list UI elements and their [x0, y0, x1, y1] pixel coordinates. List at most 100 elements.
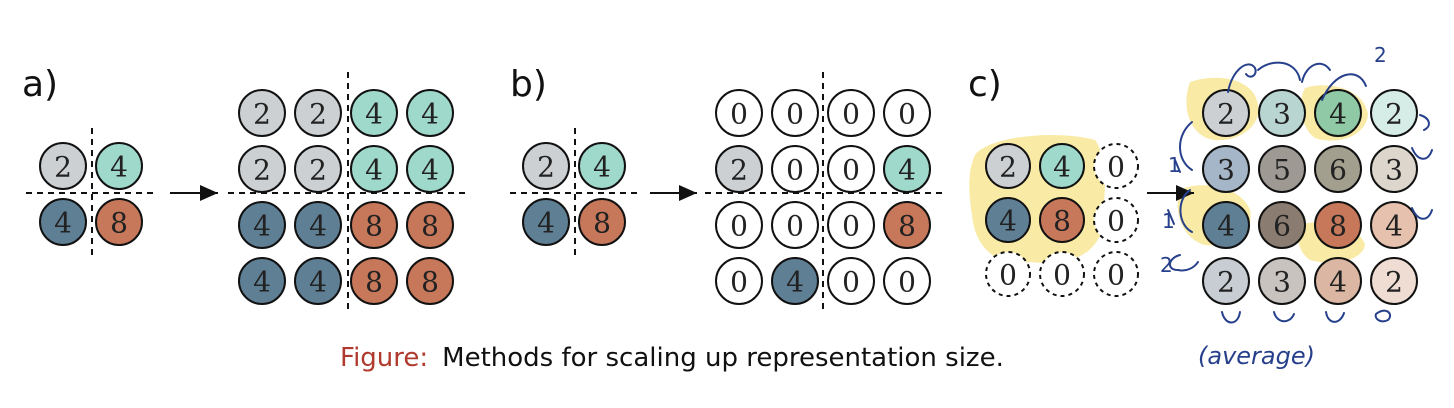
handwritten-annotations: 2 1 1 2 (average): [1160, 43, 1433, 370]
panel-a-output-value-3-3: 8: [421, 266, 439, 299]
panel-b-output-cell-3-2: [827, 257, 875, 305]
panel-b-output-value-3-3: 0: [898, 266, 916, 299]
panel-b-output-value-1-2: 0: [842, 154, 860, 187]
panel-b-input-cell-1-1: [578, 198, 626, 246]
panel-b-output-cell-0-1: [771, 89, 819, 137]
panel-a-output-cell-3-3: [406, 257, 454, 305]
panel-c-output-value-1-0: 3: [1217, 154, 1235, 187]
panel-a-label: a): [22, 64, 58, 105]
panel-c-input-cell-0-0: [985, 143, 1031, 189]
panel-c-output-cell-2-3: [1370, 201, 1418, 249]
figure-caption: Figure: Methods for scaling up represent…: [340, 343, 1004, 373]
panel-a-output-value-0-1: 2: [309, 98, 327, 131]
panel-a-input-cell-0-1: [95, 142, 143, 190]
divider-lines: [26, 72, 942, 314]
annotation-top-number: 2: [1374, 43, 1387, 67]
panel-c-label: c): [968, 64, 1002, 105]
panel-a-output-cell-2-1: [294, 201, 342, 249]
panel-a-input-value-1-0: 4: [54, 207, 72, 240]
panel-b-output-value-1-1: 0: [786, 154, 804, 187]
panel-c-output-value-2-3: 4: [1385, 210, 1403, 243]
panel-a-output-value-3-2: 8: [365, 266, 383, 299]
panel-a-output-value-3-0: 4: [253, 266, 271, 299]
panel-c-output-cell-2-1: [1258, 201, 1306, 249]
panel-c-output-cell-3-0: [1202, 257, 1250, 305]
panel-c-output-value-3-1: 3: [1273, 266, 1291, 299]
panel-b-output-cell-0-0: [715, 89, 763, 137]
panel-c-input-value-0-1: 4: [1053, 151, 1071, 184]
panel-a-output-cell-1-3: [406, 145, 454, 193]
panel-b-output-cell-1-0: [715, 145, 763, 193]
panel-a-output-cell-3-1: [294, 257, 342, 305]
panel-a-input-value-0-1: 4: [110, 151, 128, 184]
panel-c-input-value-0-0: 2: [999, 151, 1017, 184]
panel-b-output-value-1-3: 4: [898, 154, 916, 187]
panel-a-output-cell-3-0: [238, 257, 286, 305]
panel-c-input-value-2-2: 0: [1107, 259, 1125, 292]
panel-b-output-cell-0-3: [883, 89, 931, 137]
panel-c-input-value-2-1: 0: [1053, 259, 1071, 292]
caption-prefix: Figure:: [340, 343, 428, 373]
panel-c-output-cell-1-2: [1314, 145, 1362, 193]
panel-b-output-value-2-0: 0: [730, 210, 748, 243]
panel-c-output-cell-3-3: [1370, 257, 1418, 305]
caption-text: Methods for scaling up representation si…: [442, 343, 1004, 373]
panel-c-input-cell-2-0: [985, 251, 1031, 297]
panel-c-input-cell-2-2: [1093, 251, 1139, 297]
panel-c-output-cell-2-2: [1314, 201, 1362, 249]
panel-c-output-cell-0-0: [1202, 89, 1250, 137]
panel-a-input-grid: 2 4 4 8: [39, 142, 143, 246]
panel-b-input-cell-0-0: [522, 142, 570, 190]
panel-b-output-value-0-2: 0: [842, 98, 860, 131]
panel-b-output-value-2-1: 0: [786, 210, 804, 243]
panel-c-output-cell-0-1: [1258, 89, 1306, 137]
panel-a-output-value-2-3: 8: [421, 210, 439, 243]
panel-c-output-cell-0-3: [1370, 89, 1418, 137]
panel-a-input-cell-1-1: [95, 198, 143, 246]
panel-c-output-value-0-1: 3: [1273, 98, 1291, 131]
panel-c-output-value-3-3: 2: [1385, 266, 1403, 299]
panel-c-output-value-3-2: 4: [1329, 266, 1347, 299]
panel-a-output-cell-2-3: [406, 201, 454, 249]
panel-a-output-cell-2-0: [238, 201, 286, 249]
panel-c-output-cell-1-0: [1202, 145, 1250, 193]
panel-c-output-cell-3-1: [1258, 257, 1306, 305]
panel-b-input-value-0-1: 4: [593, 151, 611, 184]
panel-b-output-cell-2-0: [715, 201, 763, 249]
panel-a-output-cell-2-2: [350, 201, 398, 249]
panel-c-input-value-1-0: 4: [999, 205, 1017, 238]
panel-b-label: b): [510, 64, 547, 105]
panel-c-input-cell-1-2: [1093, 197, 1139, 243]
panel-b-input-value-1-0: 4: [537, 207, 555, 240]
panel-a-output-cell-1-1: [294, 145, 342, 193]
panel-a-output-value-1-2: 4: [365, 154, 383, 187]
panel-b-output-cell-1-3: [883, 145, 931, 193]
panel-c-output-cell-1-3: [1370, 145, 1418, 193]
panel-b-output-value-0-1: 0: [786, 98, 804, 131]
panel-c-output-value-0-3: 2: [1385, 98, 1403, 131]
panel-b-output-value-2-2: 0: [842, 210, 860, 243]
panel-a-input-value-0-0: 2: [54, 151, 72, 184]
panel-c-output-value-0-0: 2: [1217, 98, 1235, 131]
panel-c-input-cell-2-1: [1039, 251, 1085, 297]
panel-a-output-value-0-3: 4: [421, 98, 439, 131]
panel-a-output-value-0-2: 4: [365, 98, 383, 131]
annotation-side-number-2: 1: [1162, 209, 1175, 233]
panel-a-output-cell-0-2: [350, 89, 398, 137]
panel-a-output-value-2-2: 8: [365, 210, 383, 243]
panel-a-output-cell-0-0: [238, 89, 286, 137]
panel-c-output-value-1-3: 3: [1385, 154, 1403, 187]
panel-c-output-value-0-2: 4: [1329, 98, 1347, 131]
panel-a-input-value-1-1: 8: [110, 207, 128, 240]
panel-c-output-value-2-1: 6: [1273, 210, 1291, 243]
panel-c-output-cell-3-2: [1314, 257, 1362, 305]
panel-b-output-value-3-1: 4: [786, 266, 804, 299]
panel-c-input-cell-1-0: [985, 197, 1031, 243]
panel-c-output-value-2-0: 4: [1217, 210, 1235, 243]
panel-b-input-cell-0-1: [578, 142, 626, 190]
panel-b-output-value-3-0: 0: [730, 266, 748, 299]
panel-c-input-cell-0-1: [1039, 143, 1085, 189]
